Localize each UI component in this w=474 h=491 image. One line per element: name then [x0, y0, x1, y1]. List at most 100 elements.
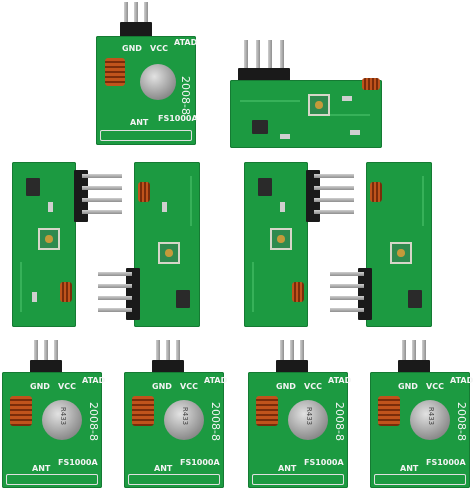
- antenna-trace: [128, 474, 220, 485]
- pcb-trace: [240, 100, 300, 102]
- transmitter-module-3: GND VCC ATAD R433 2008-8 ANT FS1000A: [248, 338, 352, 488]
- transmitter-module-1: GND VCC ATAD R433 2008-8 ANT FS1000A: [2, 338, 105, 488]
- pin-header: [358, 268, 372, 320]
- ant-label: ANT: [32, 464, 51, 473]
- transmitter-module-2: GND VCC ATAD R433 2008-8 ANT FS1000A: [124, 338, 227, 488]
- model-label: FS1000A: [180, 458, 220, 467]
- pin: [330, 308, 364, 312]
- data-label: ATAD: [328, 376, 352, 385]
- vcc-label: VCC: [304, 382, 322, 391]
- component: [280, 202, 285, 212]
- data-label: ATAD: [174, 38, 198, 47]
- inductor-coil: [292, 282, 304, 302]
- pin: [82, 198, 122, 202]
- ic-chip: [258, 178, 272, 196]
- trimmer-inductor: [158, 242, 180, 264]
- pin: [412, 340, 416, 376]
- pin-header: [306, 170, 320, 222]
- pin: [422, 340, 426, 376]
- saw-resonator: [140, 64, 176, 100]
- pin: [330, 284, 364, 288]
- antenna-coil: [105, 58, 125, 86]
- pcb-trace: [20, 262, 22, 312]
- component: [350, 130, 360, 135]
- pin: [300, 340, 304, 376]
- pin: [144, 2, 148, 38]
- resonator-marking: R433: [305, 406, 314, 426]
- pin: [98, 308, 132, 312]
- trimmer-inductor: [390, 242, 412, 264]
- receiver-module-3: [244, 162, 356, 327]
- saw-resonator: [288, 400, 328, 440]
- pin: [54, 340, 58, 376]
- date-code-label: 2008-8: [179, 76, 192, 115]
- vcc-label: VCC: [150, 44, 168, 53]
- pin: [244, 40, 248, 76]
- pin: [156, 340, 160, 376]
- pin: [280, 40, 284, 76]
- pin: [98, 284, 132, 288]
- pin: [314, 210, 354, 214]
- pin: [280, 340, 284, 376]
- antenna-trace: [374, 474, 466, 485]
- vcc-label: VCC: [180, 382, 198, 391]
- receiver-module-2: [98, 162, 206, 327]
- inductor-coil: [138, 182, 150, 202]
- ic-chip: [408, 290, 422, 308]
- pin: [330, 296, 364, 300]
- pin: [124, 2, 128, 38]
- saw-resonator: [164, 400, 204, 440]
- ic-chip: [176, 290, 190, 308]
- antenna-trace: [100, 130, 192, 141]
- transmitter-module-top: GND VCC ATAD 2008-8 ANT FS1000A: [96, 0, 198, 145]
- saw-resonator: [410, 400, 450, 440]
- pin: [290, 340, 294, 376]
- pin: [314, 198, 354, 202]
- trimmer-inductor: [38, 228, 60, 250]
- pin: [44, 340, 48, 376]
- pin: [98, 296, 132, 300]
- antenna-coil: [132, 396, 154, 426]
- gnd-label: GND: [398, 382, 418, 391]
- inductor-coil: [362, 78, 380, 90]
- antenna-trace: [252, 474, 344, 485]
- antenna-trace: [6, 474, 98, 485]
- gnd-label: GND: [276, 382, 296, 391]
- ant-label: ANT: [400, 464, 419, 473]
- pin-header: [238, 68, 290, 82]
- pin-header: [126, 268, 140, 320]
- antenna-coil: [378, 396, 400, 426]
- pcb-trace: [330, 114, 370, 116]
- pin: [256, 40, 260, 76]
- pin: [166, 340, 170, 376]
- resonator-marking: R433: [181, 406, 190, 426]
- transmitter-module-4: GND VCC ATAD R433 2008-8 ANT FS1000A: [370, 338, 474, 488]
- data-label: ATAD: [450, 376, 474, 385]
- ic-chip: [252, 120, 268, 134]
- pin-header: [120, 22, 152, 38]
- inductor-coil: [60, 282, 72, 302]
- ant-label: ANT: [278, 464, 297, 473]
- pin: [330, 272, 364, 276]
- pin: [82, 174, 122, 178]
- pcb-trace: [252, 262, 254, 312]
- receiver-module-1: [12, 162, 124, 327]
- receiver-module-top: [230, 38, 382, 148]
- vcc-label: VCC: [426, 382, 444, 391]
- pin: [268, 40, 272, 76]
- pin: [82, 186, 122, 190]
- pin: [134, 2, 138, 38]
- receiver-module-4: [330, 162, 442, 327]
- pin: [34, 340, 38, 376]
- model-label: FS1000A: [304, 458, 344, 467]
- gnd-label: GND: [122, 44, 142, 53]
- pin: [176, 340, 180, 376]
- component: [342, 96, 352, 101]
- model-label: FS1000A: [58, 458, 98, 467]
- component: [32, 292, 37, 302]
- pin: [98, 272, 132, 276]
- resonator-marking: R433: [427, 406, 436, 426]
- pcb-trace: [190, 176, 192, 226]
- vcc-label: VCC: [58, 382, 76, 391]
